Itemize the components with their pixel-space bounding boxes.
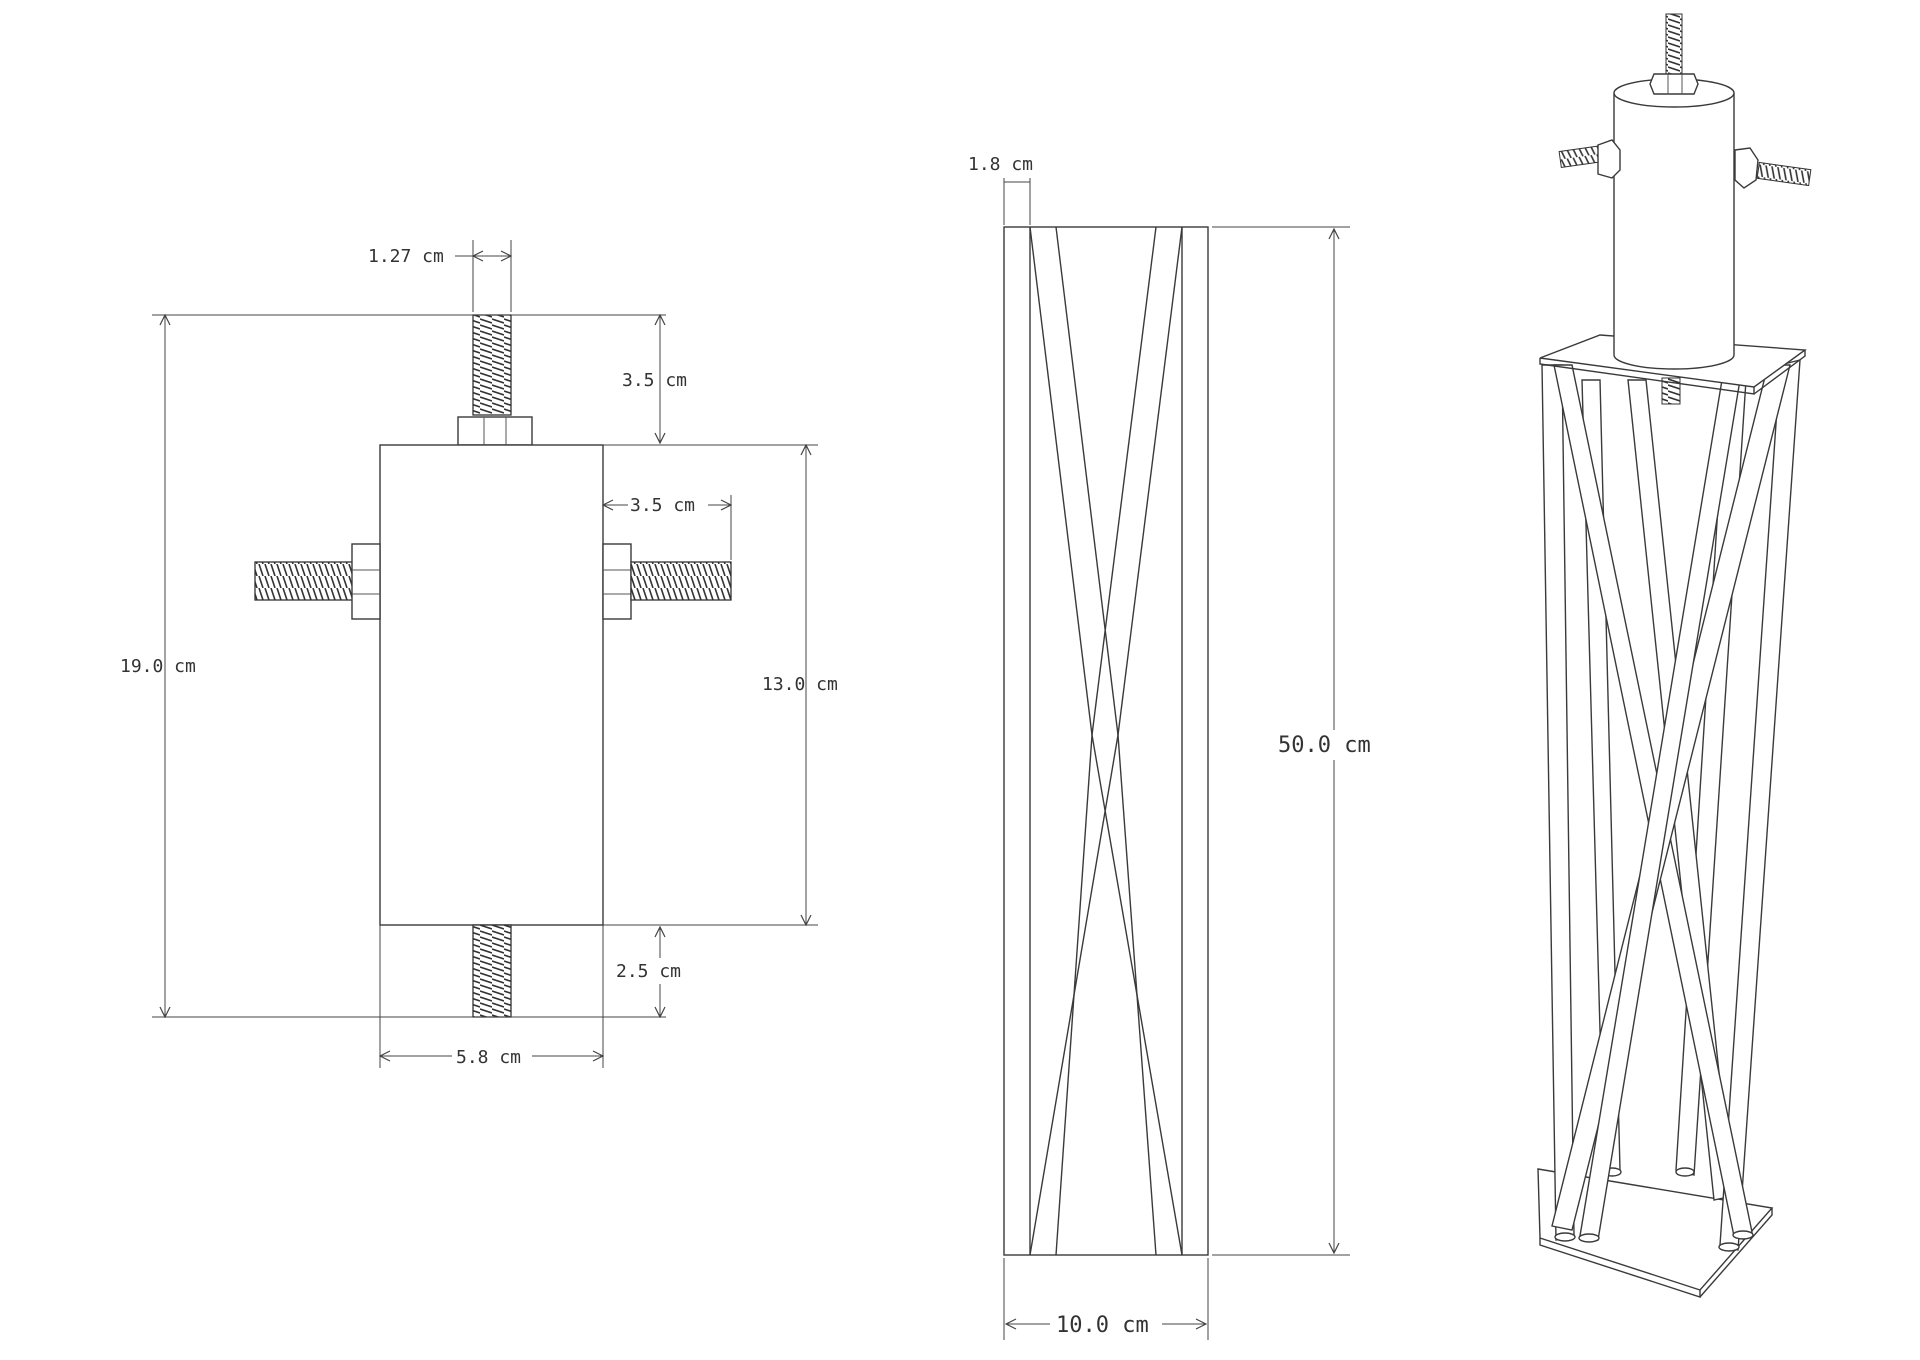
right-threaded-rod [630,561,732,601]
top-threaded-rod [472,314,512,416]
dim-bolt-diameter: 1.27 cm [368,246,444,267]
left-nut [351,543,381,620]
dim-total-height: 19.0 cm [120,656,196,677]
dim-top-bolt-length: 3.5 cm [622,370,687,391]
stand-isometric-view [1537,13,1812,1298]
dim-body-width: 5.8 cm [456,1047,521,1068]
dim-stand-height: 50.0 cm [1278,733,1371,758]
bottom-threaded-rod [472,924,512,1018]
dim-leg-width: 1.8 cm [968,154,1033,175]
stand-outline [1003,226,1209,1256]
connector-front-view: 1.27 cm 19.0 cm 3.5 cm 13.0 cm 3.5 cm 2.… [120,240,838,1068]
dim-bottom-bolt-length: 2.5 cm [616,961,681,982]
top-nut [457,416,533,446]
left-threaded-rod [254,561,356,601]
cylinder [1613,93,1735,370]
dim-side-bolt-length: 3.5 cm [630,495,695,516]
dim-body-height: 13.0 cm [762,674,838,695]
right-nut [602,543,632,620]
stand-front-view: 1.8 cm 50.0 cm 10.0 cm [968,154,1386,1340]
connector-body [379,444,604,926]
dim-stand-width: 10.0 cm [1056,1313,1149,1338]
